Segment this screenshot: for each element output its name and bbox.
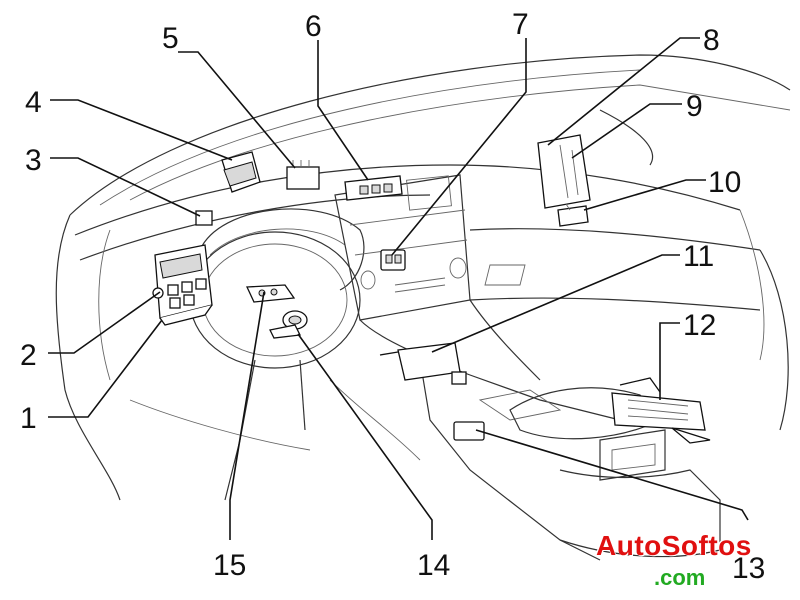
callout-1: 1 [20, 402, 37, 435]
part-junction-block [152, 244, 213, 326]
leader-1 [48, 319, 163, 418]
callout-13: 13 [732, 552, 765, 585]
callout-4: 4 [25, 86, 42, 119]
callout-15: 15 [213, 549, 246, 582]
callout-14: 14 [417, 549, 450, 582]
part-ecu-8-9 [537, 134, 591, 209]
car-interior-outline [55, 54, 791, 561]
callout-5: 5 [162, 22, 179, 55]
leader-3 [50, 157, 201, 217]
callout-10: 10 [708, 166, 741, 199]
part-ecu-12 [611, 377, 711, 444]
callout-11: 11 [683, 240, 714, 273]
leader-11 [431, 254, 680, 353]
leader-14 [297, 333, 433, 540]
callout-6: 6 [305, 10, 322, 43]
part-sensor-14 [269, 310, 308, 339]
part-module-6 [344, 175, 403, 201]
part-switch-15 [246, 284, 296, 303]
leader-6 [317, 40, 369, 181]
leader-7 [391, 38, 527, 256]
callout-9: 9 [686, 90, 703, 123]
part-relay-3 [195, 210, 213, 226]
leader-4 [50, 99, 233, 161]
watermark-brand: AutoSoftos [596, 530, 752, 561]
part-sensor-10 [557, 203, 589, 227]
leader-13 [475, 429, 749, 521]
part-module-11 [379, 342, 467, 385]
part-connector-7 [380, 249, 406, 271]
callout-labels: 1 2 3 4 5 6 7 8 9 10 11 12 13 14 15 [20, 8, 765, 585]
callout-7: 7 [512, 8, 529, 41]
watermark-domain: .com [654, 565, 706, 590]
leader-lines [48, 37, 749, 540]
callout-8: 8 [703, 24, 720, 57]
leader-10 [583, 179, 706, 211]
leader-2 [48, 291, 161, 354]
part-relay-5 [286, 160, 320, 190]
leader-9 [571, 103, 682, 159]
leader-15 [229, 291, 265, 540]
callout-2: 2 [20, 339, 37, 372]
part-connector-13 [453, 421, 485, 441]
callout-12: 12 [683, 309, 716, 342]
callout-3: 3 [25, 144, 42, 177]
leader-8 [547, 37, 700, 146]
leader-5 [178, 51, 296, 169]
part-relay-4 [221, 151, 261, 193]
leader-12 [659, 322, 680, 400]
